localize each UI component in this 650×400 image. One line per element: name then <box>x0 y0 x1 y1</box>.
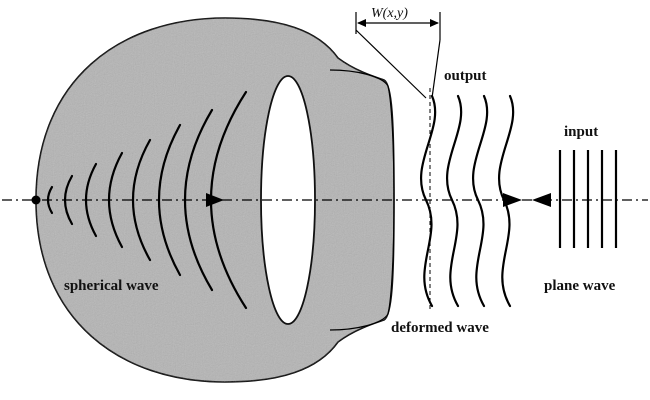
spherical-wavefront <box>108 151 124 249</box>
aberration-leader-left <box>355 29 427 99</box>
aberration-arrow-right <box>430 19 439 27</box>
plane-wave-label: plane wave <box>544 278 616 294</box>
retina-point <box>31 195 41 205</box>
aberration-arrow-left <box>357 19 366 27</box>
cornea-outline <box>329 69 395 331</box>
spherical-wavefront <box>46 185 54 215</box>
deformed-wavefront <box>446 94 463 308</box>
aberration-marker <box>355 12 441 99</box>
spherical-wavefront <box>85 162 98 238</box>
spherical-wave-label: spherical wave <box>64 278 159 294</box>
deformed-wave-label: deformed wave <box>391 320 489 336</box>
deformed-wavefronts <box>420 94 515 308</box>
deformed-wavefront <box>472 94 489 308</box>
input-arrow-head <box>532 193 551 207</box>
aberration-leader-right <box>431 39 441 99</box>
spherical-wavefront <box>63 174 74 226</box>
output-arrow-head <box>503 193 522 207</box>
spherical-wavefront <box>184 108 214 292</box>
output-label: output <box>444 68 487 84</box>
spherical-wavefront <box>158 123 182 277</box>
aberration-label: W(x,y) <box>371 6 408 21</box>
plane-wavefronts <box>558 150 618 248</box>
spherical-wavefront <box>131 138 152 262</box>
inner-arrow-head <box>206 193 224 207</box>
input-label: input <box>564 124 598 140</box>
deformed-wavefront <box>420 94 437 308</box>
